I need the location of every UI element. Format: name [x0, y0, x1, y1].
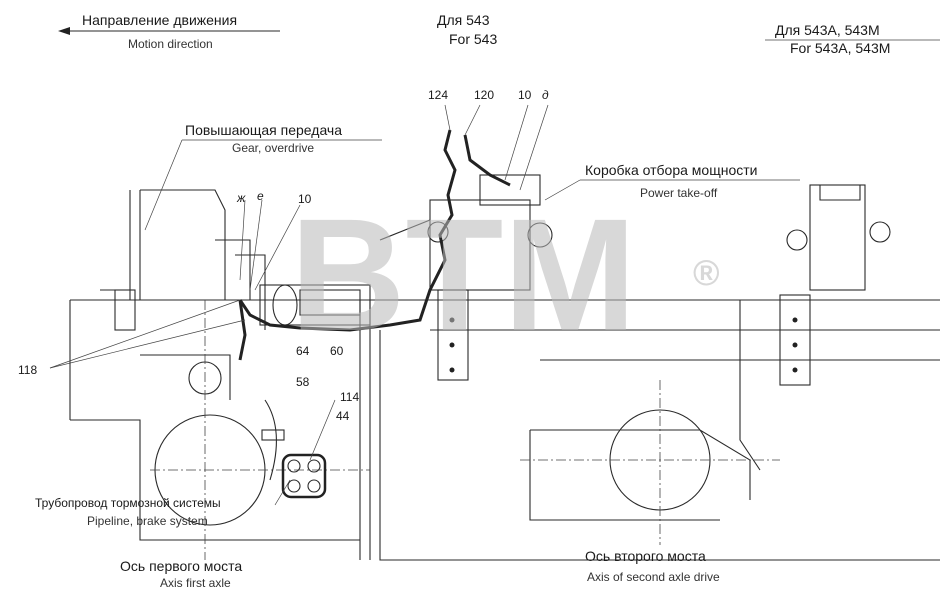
- callout-60: 60: [330, 344, 344, 358]
- callout-114: 114: [340, 390, 359, 404]
- first-axle: [150, 300, 370, 560]
- watermark-logo: BTM ®: [290, 185, 720, 364]
- leader-lines: [49, 104, 800, 506]
- second-axle: [520, 380, 780, 545]
- callout-44: 44: [336, 409, 350, 423]
- callout-zh: ж: [236, 191, 246, 205]
- pto-label-en: Power take-off: [640, 186, 718, 200]
- brake-pipeline-bundle: [261, 399, 327, 499]
- motion-label-ru: Направление движения: [82, 12, 237, 28]
- hose-lines: [238, 129, 511, 361]
- gearbox-body: [100, 189, 251, 400]
- callout-120: 120: [474, 88, 494, 102]
- gear-label-en: Gear, overdrive: [232, 141, 314, 155]
- callout-10-mid: 10: [298, 192, 312, 206]
- overdrive-unit: [235, 254, 371, 330]
- watermark-reg: ®: [693, 252, 720, 293]
- side-view-543a: [779, 184, 891, 386]
- for543-label-en: For 543: [449, 31, 497, 47]
- callout-64: 64: [296, 344, 310, 358]
- axle1-label-ru: Ось первого моста: [120, 558, 242, 574]
- pto-label-ru: Коробка отбора мощности: [585, 162, 757, 178]
- power-take-off: [379, 174, 553, 381]
- for543a-label-en: For 543А, 543М: [790, 40, 890, 56]
- axle1-label-en: Axis first axle: [160, 576, 231, 590]
- callout-10-top: 10: [518, 88, 532, 102]
- motion-label-en: Motion direction: [128, 37, 213, 51]
- axle2-label-ru: Ось второго моста: [585, 548, 706, 564]
- callout-58: 58: [296, 375, 310, 389]
- callout-124: 124: [428, 88, 448, 102]
- callout-e: е: [257, 189, 264, 203]
- brake-label-en: Pipeline, brake system: [87, 514, 208, 528]
- for543-label-ru: Для 543: [437, 12, 490, 28]
- chassis-frame: [69, 299, 940, 561]
- motion-arrow-icon: [58, 27, 280, 35]
- gear-label-ru: Повышающая передача: [185, 122, 342, 138]
- axle2-label-en: Axis of second axle drive: [587, 570, 720, 584]
- watermark-text: BTM: [290, 185, 637, 364]
- callout-118: 118: [18, 363, 37, 377]
- for543a-label-ru: Для 543А, 543М: [775, 22, 880, 38]
- callout-d: д: [542, 88, 549, 102]
- brake-label-ru: Трубопровод тормозной системы: [35, 496, 221, 510]
